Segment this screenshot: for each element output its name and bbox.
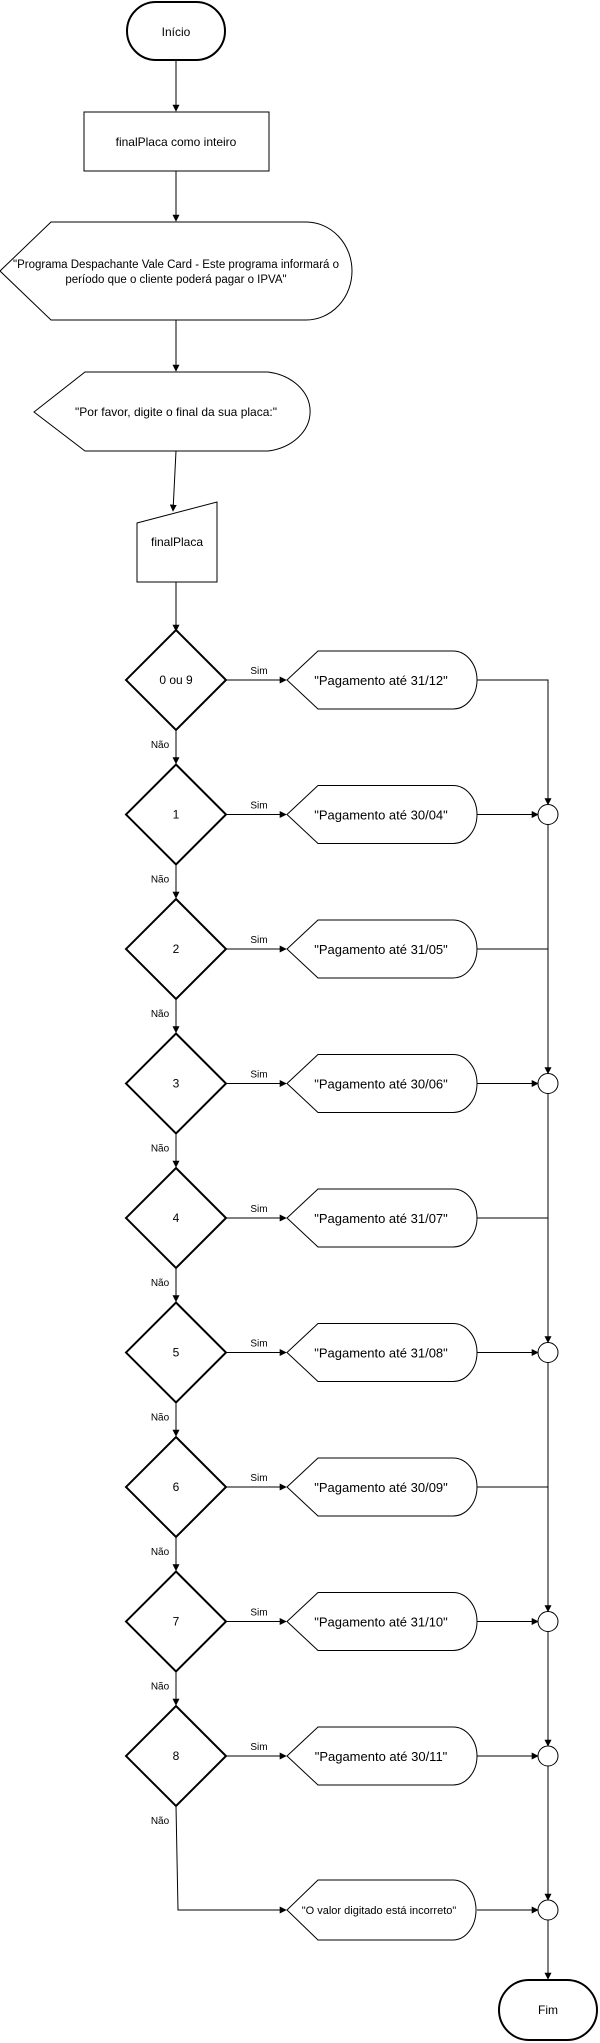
output-display xyxy=(286,1054,478,1113)
output-label: "Pagamento até 30/06" xyxy=(314,1077,448,1092)
output-display xyxy=(286,1188,478,1248)
connectors xyxy=(169,60,552,1980)
input-label: finalPlaca xyxy=(151,535,203,549)
yes-label: Sim xyxy=(250,1204,267,1215)
decision-diamond xyxy=(124,1704,228,1808)
decision-diamond xyxy=(124,763,228,866)
yes-label: Sim xyxy=(250,1742,267,1753)
junction-circle xyxy=(537,1342,559,1363)
yes-label: Sim xyxy=(250,801,267,812)
arrow-output-to-bus xyxy=(477,679,552,806)
decision-label: 0 ou 9 xyxy=(159,673,193,687)
junction-circle xyxy=(537,1745,559,1767)
error-display xyxy=(286,1879,477,1941)
output-display xyxy=(286,785,478,844)
error-label: "O valor digitado está incorreto" xyxy=(302,1905,457,1917)
start-terminal xyxy=(126,1,226,61)
output-label: "Pagamento até 30/04" xyxy=(314,808,448,823)
junction-circle xyxy=(537,1611,559,1632)
output-label: "Pagamento até 31/10" xyxy=(314,1615,448,1630)
no-label: Não xyxy=(151,1816,170,1827)
junction-circle xyxy=(537,804,559,825)
output-label: "Pagamento até 30/11" xyxy=(315,1749,448,1764)
output-display xyxy=(286,919,478,979)
no-label: Não xyxy=(151,1413,170,1424)
decision-label: 8 xyxy=(173,1749,180,1763)
decision-label: 2 xyxy=(173,942,180,956)
output-display xyxy=(286,1726,478,1786)
declare-box xyxy=(83,111,270,172)
intro-line-2: período que o cliente poderá pagar o IPV… xyxy=(65,274,286,286)
input-shape xyxy=(136,501,218,583)
decision-label: 1 xyxy=(173,808,180,822)
decision-diamond xyxy=(124,1301,228,1404)
output-display xyxy=(286,1457,478,1517)
yes-label: Sim xyxy=(250,1608,267,1619)
junction-circle xyxy=(537,1073,559,1094)
decision-diamond xyxy=(124,1435,228,1539)
arrow-prompt-to-input xyxy=(169,450,177,512)
decision-label: 6 xyxy=(173,1480,180,1494)
decision-diamond xyxy=(124,897,228,1001)
yes-label: Sim xyxy=(250,1070,267,1081)
decision-diamond xyxy=(124,628,228,732)
no-label: Não xyxy=(151,740,170,751)
arrow-no-to-error xyxy=(175,1805,287,1914)
output-display xyxy=(286,1592,478,1651)
intro-display xyxy=(0,221,353,321)
no-label: Não xyxy=(151,875,170,886)
output-label: "Pagamento até 31/07" xyxy=(314,1211,448,1226)
decision-diamond xyxy=(124,1032,228,1135)
no-label: Não xyxy=(151,1278,170,1289)
yes-label: Sim xyxy=(250,666,267,677)
intro-line-1: "Programa Despachante Vale Card - Este p… xyxy=(13,259,339,271)
end-terminal xyxy=(498,1979,598,2041)
yes-label: Sim xyxy=(250,1339,267,1350)
no-label: Não xyxy=(151,1144,170,1155)
output-display xyxy=(286,650,478,710)
prompt-display xyxy=(33,371,311,452)
no-label: Não xyxy=(151,1009,170,1020)
decision-diamond xyxy=(124,1570,228,1673)
output-label: "Pagamento até 31/08" xyxy=(314,1346,448,1361)
output-label: "Pagamento até 30/09" xyxy=(314,1480,448,1495)
decision-label: 4 xyxy=(173,1211,180,1225)
decision-diamond xyxy=(124,1166,228,1270)
output-label: "Pagamento até 31/12" xyxy=(314,673,448,688)
decision-label: 7 xyxy=(173,1615,180,1629)
prompt-label: "Por favor, digite o final da sua placa:… xyxy=(75,405,277,419)
yes-label: Sim xyxy=(250,1473,267,1484)
junction-circle xyxy=(537,1899,559,1921)
end-label: Fim xyxy=(538,2003,558,2017)
no-label: Não xyxy=(151,1682,170,1693)
yes-label: Sim xyxy=(250,935,267,946)
no-label: Não xyxy=(151,1547,170,1558)
output-label: "Pagamento até 31/05" xyxy=(314,942,448,957)
declare-label: finalPlaca como inteiro xyxy=(116,135,237,149)
output-display xyxy=(286,1323,478,1382)
decision-label: 3 xyxy=(173,1077,180,1091)
start-label: Início xyxy=(162,25,191,39)
decision-label: 5 xyxy=(173,1346,180,1360)
